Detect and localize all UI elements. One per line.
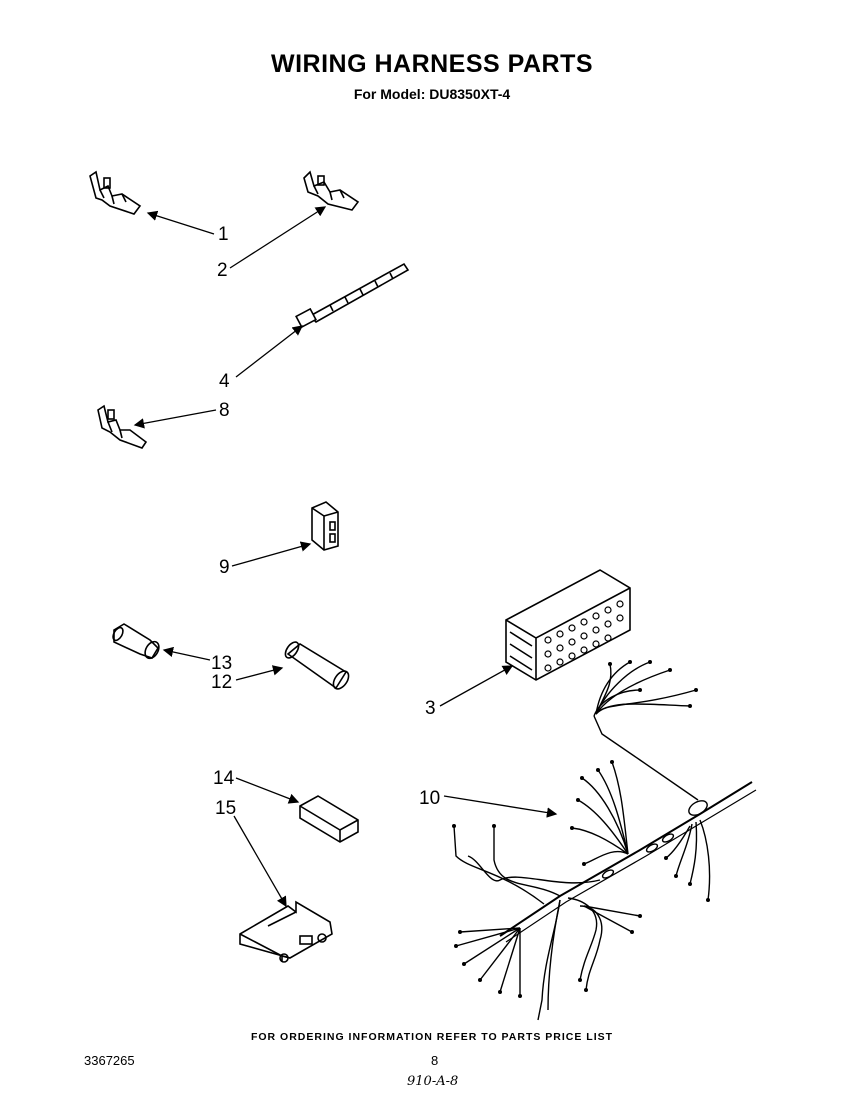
- part-14-insulator: [299, 795, 359, 843]
- part-12-splice-tube: [284, 641, 350, 690]
- model-subtitle: For Model: DU8350XT-4: [353, 86, 511, 102]
- leader-line-1: [146, 210, 215, 235]
- page-number: 8: [431, 1053, 439, 1068]
- leader-line-3: [439, 665, 514, 707]
- page-title: WIRING HARNESS PARTS: [270, 50, 594, 78]
- part-9-connector: [311, 501, 339, 551]
- leader-line-9: [231, 541, 312, 567]
- callout-2: 2: [217, 260, 228, 281]
- leader-line-4: [235, 325, 304, 378]
- callout-3: 3: [425, 698, 436, 719]
- leader-line-8: [133, 409, 217, 429]
- part-2-terminal: [303, 170, 360, 211]
- callout-15: 15: [215, 798, 236, 819]
- leader-line-2: [229, 206, 327, 269]
- callout-14: 14: [213, 768, 235, 789]
- part-13-ferrule: [112, 623, 160, 660]
- handwritten-code: 910-A-8: [407, 1074, 459, 1089]
- part-8-terminal: [97, 404, 148, 449]
- part-4-cable-tie: [295, 262, 410, 329]
- leader-line-13: [162, 646, 211, 661]
- callout-9: 9: [219, 557, 230, 578]
- callout-1: 1: [218, 224, 229, 245]
- leader-line-14: [235, 777, 300, 804]
- callout-10: 10: [419, 788, 440, 809]
- ordering-info-note: FOR ORDERING INFORMATION REFER TO PARTS …: [250, 1031, 614, 1043]
- callout-8: 8: [219, 400, 230, 421]
- document-number: 3367265: [84, 1053, 135, 1068]
- part-3-connector-housing: [505, 569, 631, 681]
- part-10-wiring-harness: [453, 661, 757, 1021]
- part-1-terminal: [89, 170, 142, 215]
- part-15-bracket: [239, 900, 333, 963]
- leader-line-10: [443, 795, 558, 818]
- leader-line-15: [233, 815, 287, 908]
- callout-12: 12: [211, 672, 232, 693]
- harness-lead-ends: [452, 660, 710, 998]
- callout-4: 4: [219, 371, 230, 392]
- callout-13: 13: [211, 653, 232, 674]
- leader-line-12: [235, 665, 284, 681]
